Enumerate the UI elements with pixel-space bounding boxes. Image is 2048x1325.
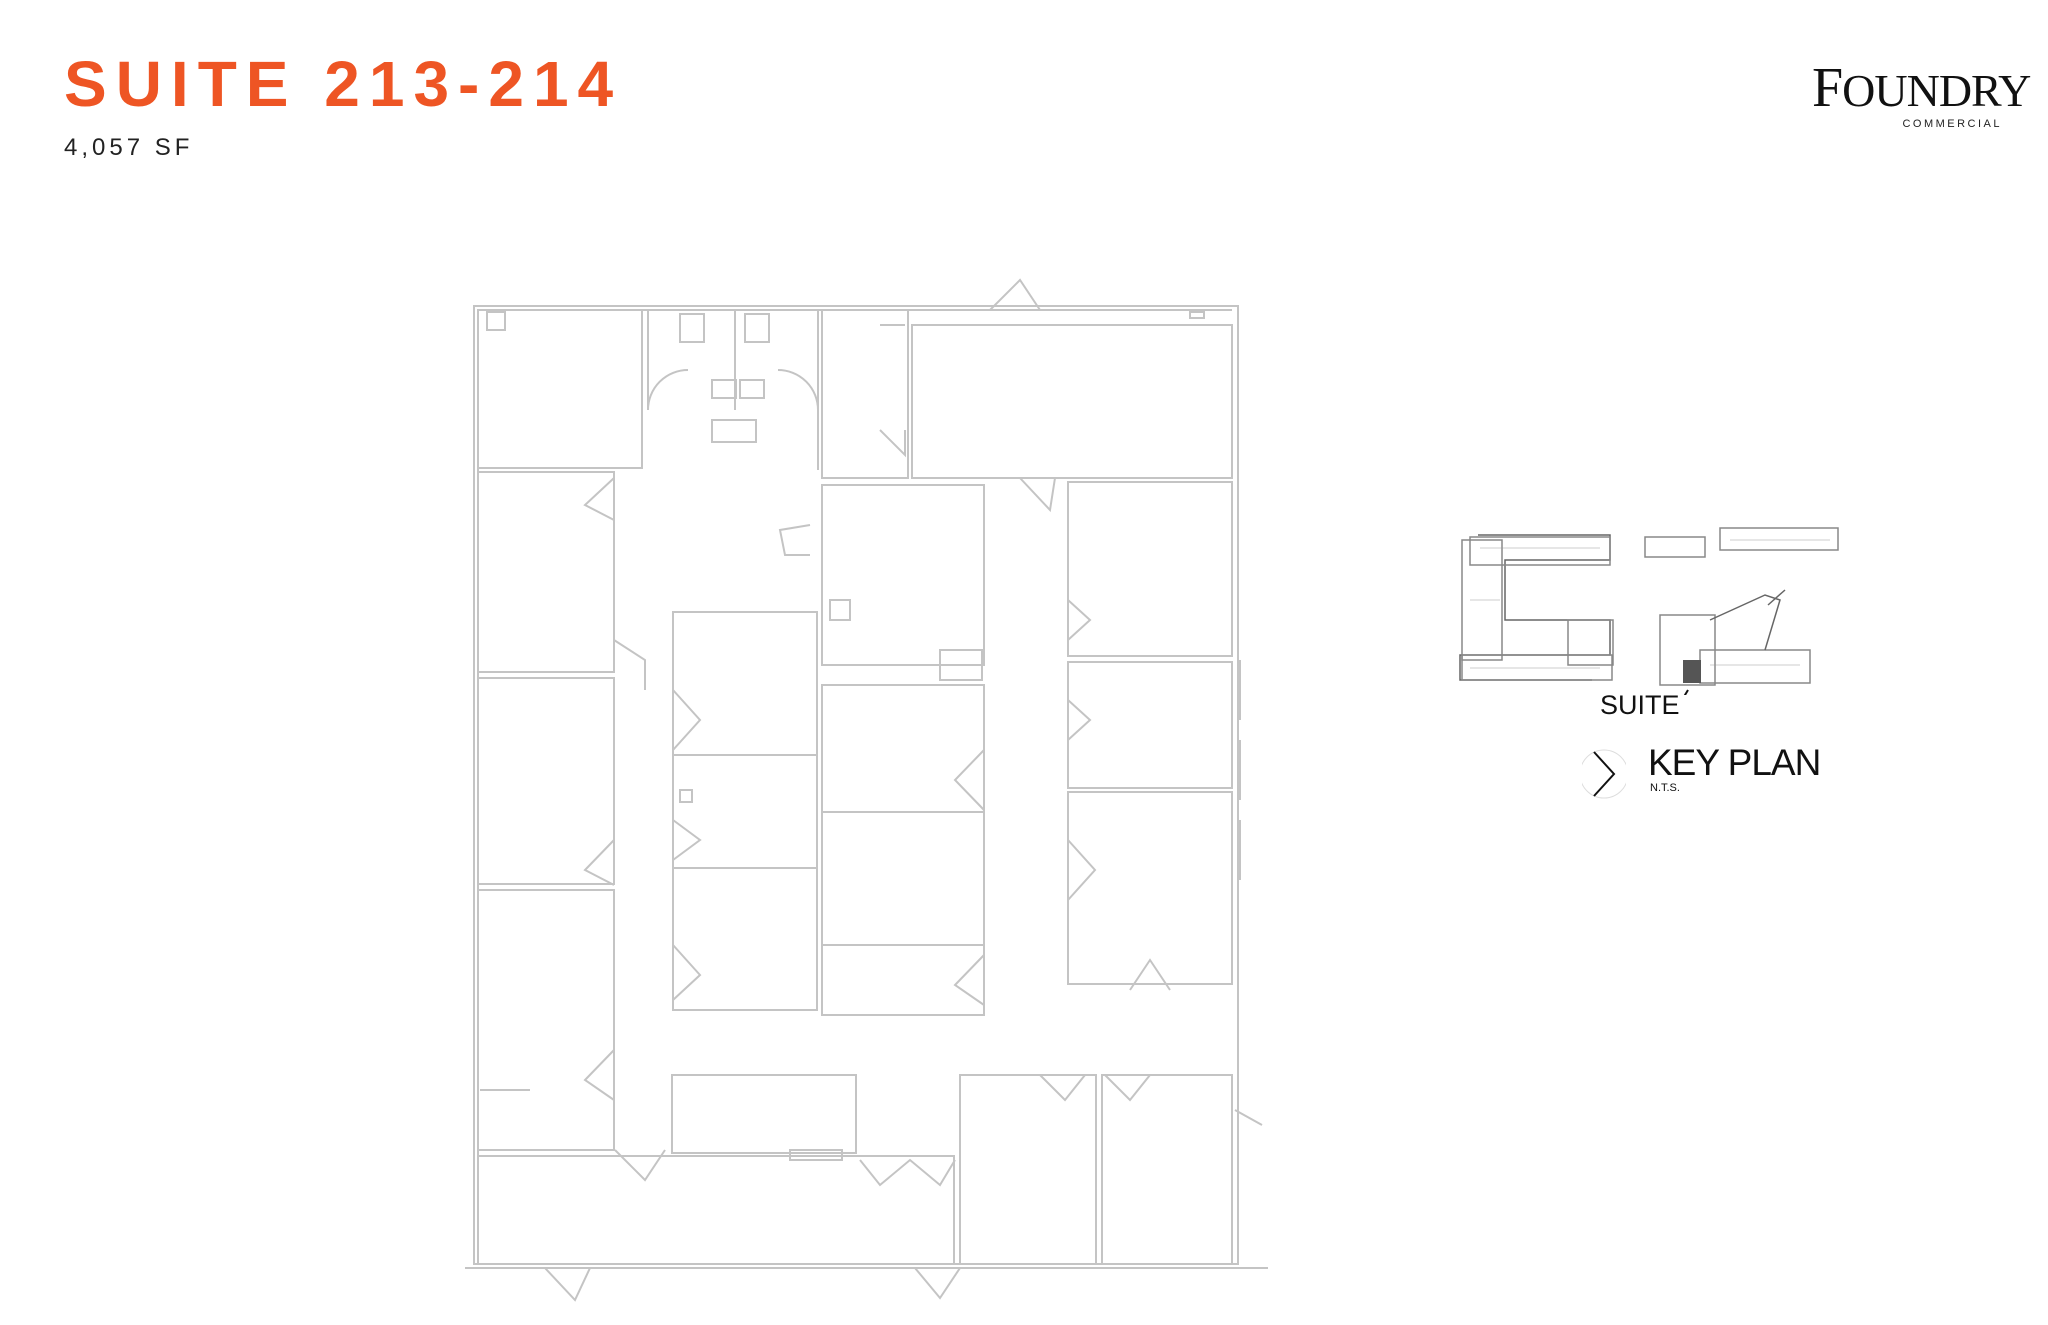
floor-plan [465,278,1268,1302]
key-plan-map [1459,527,1839,695]
logo-subtitle: COMMERCIAL [1902,118,2002,130]
key-plan-scale-note: N.T.S. [1650,782,1680,794]
key-plan-title: KEY PLAN [1648,742,1821,783]
suite-callout-label: SUITE [1600,690,1680,720]
logo-wordmark: FOUNDRY [1812,57,2031,119]
foundry-logo: FOUNDRY COMMERCIAL [1812,57,2031,130]
north-arrow-icon [1582,749,1626,799]
suite-area: 4,057 SF [64,134,194,161]
suite-highlight [1683,660,1701,683]
page-title: SUITE 213-214 [64,48,623,120]
